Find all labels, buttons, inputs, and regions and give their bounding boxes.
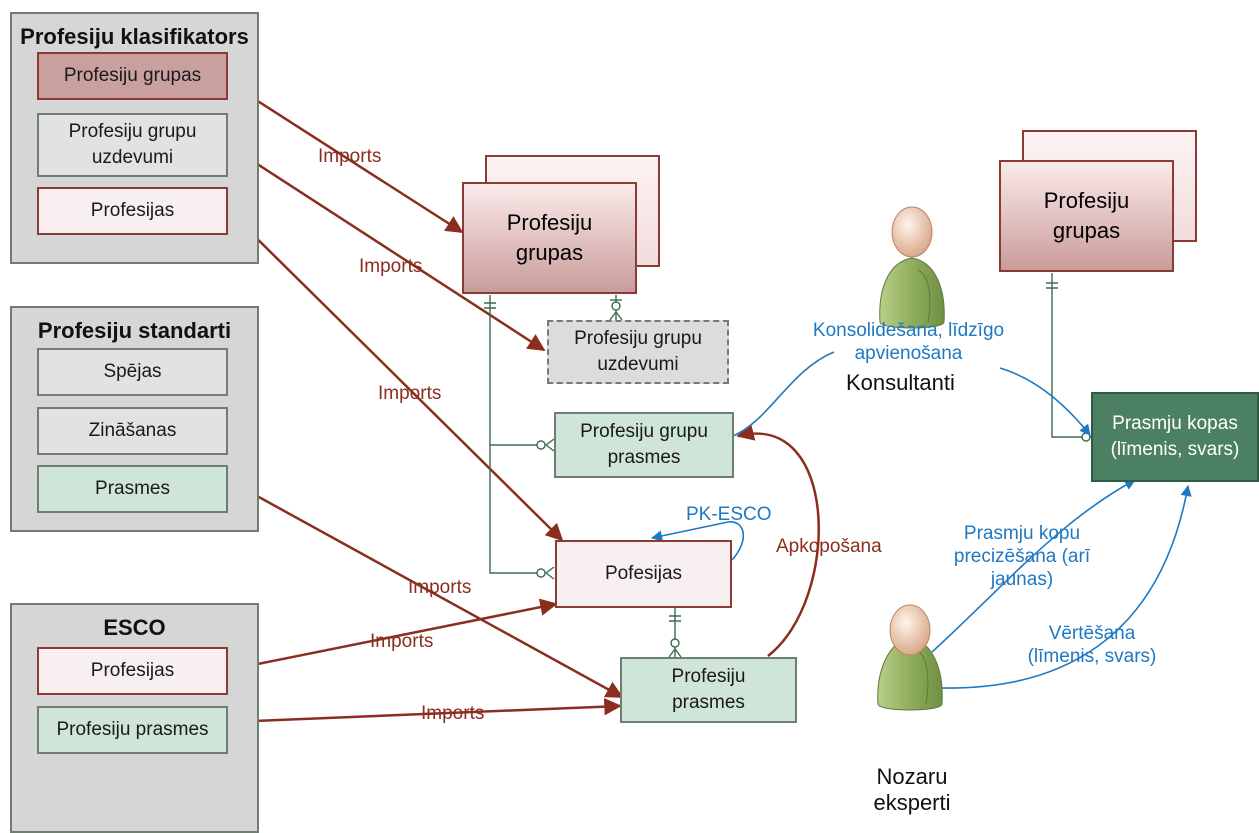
label-pk-esco: PK-ESCO xyxy=(686,504,772,525)
konsolidesana-arrow-right xyxy=(999,367,1091,436)
label-imports-2: Imports xyxy=(359,256,423,277)
pk-item-profesijas[interactable]: Profesijas xyxy=(37,187,228,235)
imports-arrow-profesijas-esco xyxy=(227,598,558,672)
entity-profesiju-grupu-uzdevumi[interactable]: Profesiju grupu uzdevumi xyxy=(547,320,729,384)
label-imports-4: Imports xyxy=(408,577,472,598)
apkoposana-arrow xyxy=(736,423,820,657)
entity-prasmju-kopas[interactable]: Prasmju kopas (līmenis, svars) xyxy=(1091,392,1259,482)
imports-arrow-uzdevumi xyxy=(227,143,546,352)
group-title-ps: Profesiju standarti xyxy=(37,318,232,343)
entity-profesiju-prasmes[interactable]: Profesiju prasmes xyxy=(620,657,797,723)
group-title-esco: ESCO xyxy=(103,615,166,640)
imports-arrow-grupas xyxy=(227,80,464,234)
entity-profesiju-grupu-prasmes[interactable]: Profesiju grupu prasmes xyxy=(554,412,734,478)
entity-profesiju-grupas-right[interactable]: Profesiju grupas xyxy=(999,160,1174,272)
esco-item-profesijas[interactable]: Profesijas xyxy=(37,647,228,695)
entity-profesiju-grupas[interactable]: Profesiju grupas xyxy=(462,182,637,294)
group-title-pk: Profesiju klasifikators xyxy=(20,24,249,49)
precizesana-arrow xyxy=(931,479,1136,653)
nozaru-eksperti-person-icon xyxy=(877,604,943,711)
entity-pofesijas[interactable]: Pofesijas xyxy=(555,540,732,608)
label-imports-6: Imports xyxy=(421,703,485,724)
pk-item-profesiju-grupas[interactable]: Profesiju grupas xyxy=(37,52,228,100)
label-imports-1: Imports xyxy=(318,146,382,167)
label-apkoposana: Apkopošana xyxy=(776,536,882,557)
konsolidesana-arrow-left xyxy=(732,351,835,437)
esco-item-profesiju-prasmes[interactable]: Profesiju prasmes xyxy=(37,706,228,754)
ps-item-zinasanas[interactable]: Zināšanas xyxy=(37,407,228,455)
label-precizesana: Prasmju kopu precizēšana (arī jaunas) xyxy=(953,523,1091,590)
imports-arrow-profesijas-pk xyxy=(227,209,564,542)
label-imports-3: Imports xyxy=(378,383,442,404)
label-konsultanti: Konsultanti xyxy=(846,370,955,395)
pk-item-profesiju-grupu-uzdevumi[interactable]: Profesiju grupu uzdevumi xyxy=(37,113,228,177)
ps-item-spejas[interactable]: Spējas xyxy=(37,348,228,396)
label-konsolidesana: Konsolidešana, līdzīgo apvienošana xyxy=(812,320,1005,364)
ps-item-prasmes[interactable]: Prasmes xyxy=(37,465,228,513)
label-imports-5: Imports xyxy=(370,631,434,652)
imports-arrow-prasmes-ps xyxy=(227,478,624,699)
label-nozaru-eksperti: Nozaru eksperti xyxy=(873,764,951,816)
imports-arrow-profesiju-prasmes xyxy=(227,697,622,724)
label-vertesana: Vērtēšana (līmenis, svars) xyxy=(1027,623,1157,667)
konsultanti-person-icon xyxy=(879,206,945,329)
vertesana-arrow xyxy=(941,484,1192,689)
pk-esco-arrow xyxy=(650,521,745,561)
